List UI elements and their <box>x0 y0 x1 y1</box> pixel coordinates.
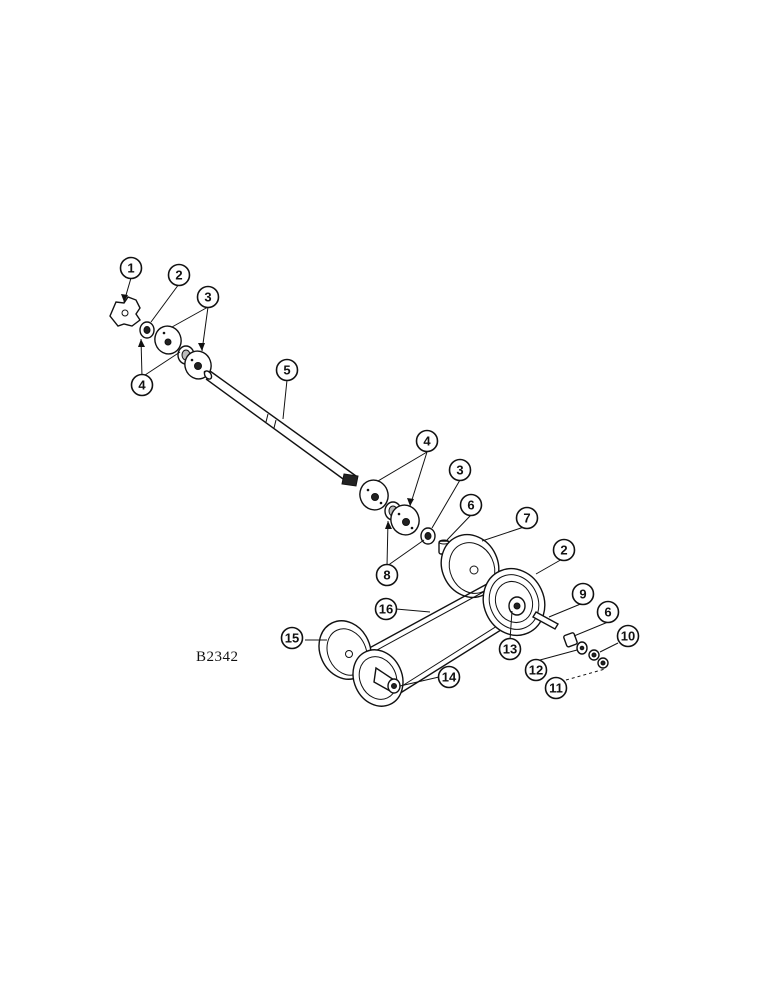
callout-4: 4 <box>130 373 154 397</box>
figure-code: B2342 <box>196 649 239 665</box>
part-spacer-lower <box>563 632 578 648</box>
callout-circle <box>130 373 154 397</box>
callout-2: 2 <box>552 538 576 562</box>
callout-label: 13 <box>503 642 517 657</box>
callout-label: 4 <box>138 378 146 393</box>
callout-8: 8 <box>375 563 399 587</box>
callout-circle <box>374 597 398 621</box>
callout-label: 8 <box>383 568 390 583</box>
callout-label: 6 <box>467 498 474 513</box>
callout-4: 4 <box>415 429 439 453</box>
callout-15: 15 <box>280 626 304 650</box>
callout-16: 16 <box>374 597 398 621</box>
callout-circle <box>415 429 439 453</box>
callout-6: 6 <box>596 600 620 624</box>
callout-6: 6 <box>459 493 483 517</box>
callout-5: 5 <box>275 358 299 382</box>
callout-label: 1 <box>127 261 134 276</box>
part-retainer-plate <box>109 296 141 327</box>
callout-circle <box>616 624 640 648</box>
callout-circle <box>515 506 539 530</box>
callout-2: 2 <box>167 263 191 287</box>
callout-circle <box>167 263 191 287</box>
callout-label: 3 <box>204 290 211 305</box>
callout-circle <box>552 538 576 562</box>
callout-label: 4 <box>423 434 431 449</box>
callout-circle <box>596 600 620 624</box>
leader-arrowheads <box>121 294 414 529</box>
callout-14: 14 <box>437 665 461 689</box>
callout-label: 12 <box>529 663 543 678</box>
callout-7: 7 <box>515 506 539 530</box>
callout-9: 9 <box>571 582 595 606</box>
part-flange-lower-a <box>359 479 389 511</box>
part-nut-b <box>597 657 609 669</box>
callout-circle <box>437 665 461 689</box>
part-pulley-upper <box>440 533 500 599</box>
callout-label: 6 <box>604 605 611 620</box>
callout-1: 1 <box>119 256 143 280</box>
part-flange-upper-a <box>154 325 182 355</box>
part-driven-pulley <box>352 649 404 707</box>
part-flange-lower-b <box>390 504 420 536</box>
callout-circle <box>280 626 304 650</box>
callout-label: 2 <box>175 268 182 283</box>
part-bearing-upper <box>139 321 155 339</box>
part-washer <box>576 641 588 655</box>
callout-circle <box>571 582 595 606</box>
callout-circle <box>275 358 299 382</box>
callout-label: 2 <box>560 543 567 558</box>
callout-label: 16 <box>379 602 393 617</box>
callout-label: 3 <box>456 463 463 478</box>
part-nut-a <box>588 649 600 661</box>
callout-circle <box>375 563 399 587</box>
callout-10: 10 <box>616 624 640 648</box>
callout-circle <box>448 458 472 482</box>
part-drive-pulley <box>482 567 546 637</box>
callout-circle <box>498 637 522 661</box>
callout-label: 11 <box>549 681 563 696</box>
callout-circle <box>119 256 143 280</box>
callout-12: 12 <box>524 658 548 682</box>
callout-3: 3 <box>448 458 472 482</box>
callout-11: 11 <box>544 676 568 700</box>
callout-label: 15 <box>285 631 299 646</box>
callout-label: 7 <box>523 511 530 526</box>
callout-circle <box>544 676 568 700</box>
callout-3: 3 <box>196 285 220 309</box>
callout-label: 10 <box>621 629 635 644</box>
callout-label: 5 <box>283 363 290 378</box>
callout-circle <box>524 658 548 682</box>
callout-circle <box>196 285 220 309</box>
part-key <box>532 611 559 630</box>
callout-label: 9 <box>579 587 586 602</box>
part-shaft <box>203 370 359 487</box>
callout-label: 14 <box>442 670 457 685</box>
part-bearing-lower-b <box>420 527 436 545</box>
callout-13: 13 <box>498 637 522 661</box>
callout-circle <box>459 493 483 517</box>
